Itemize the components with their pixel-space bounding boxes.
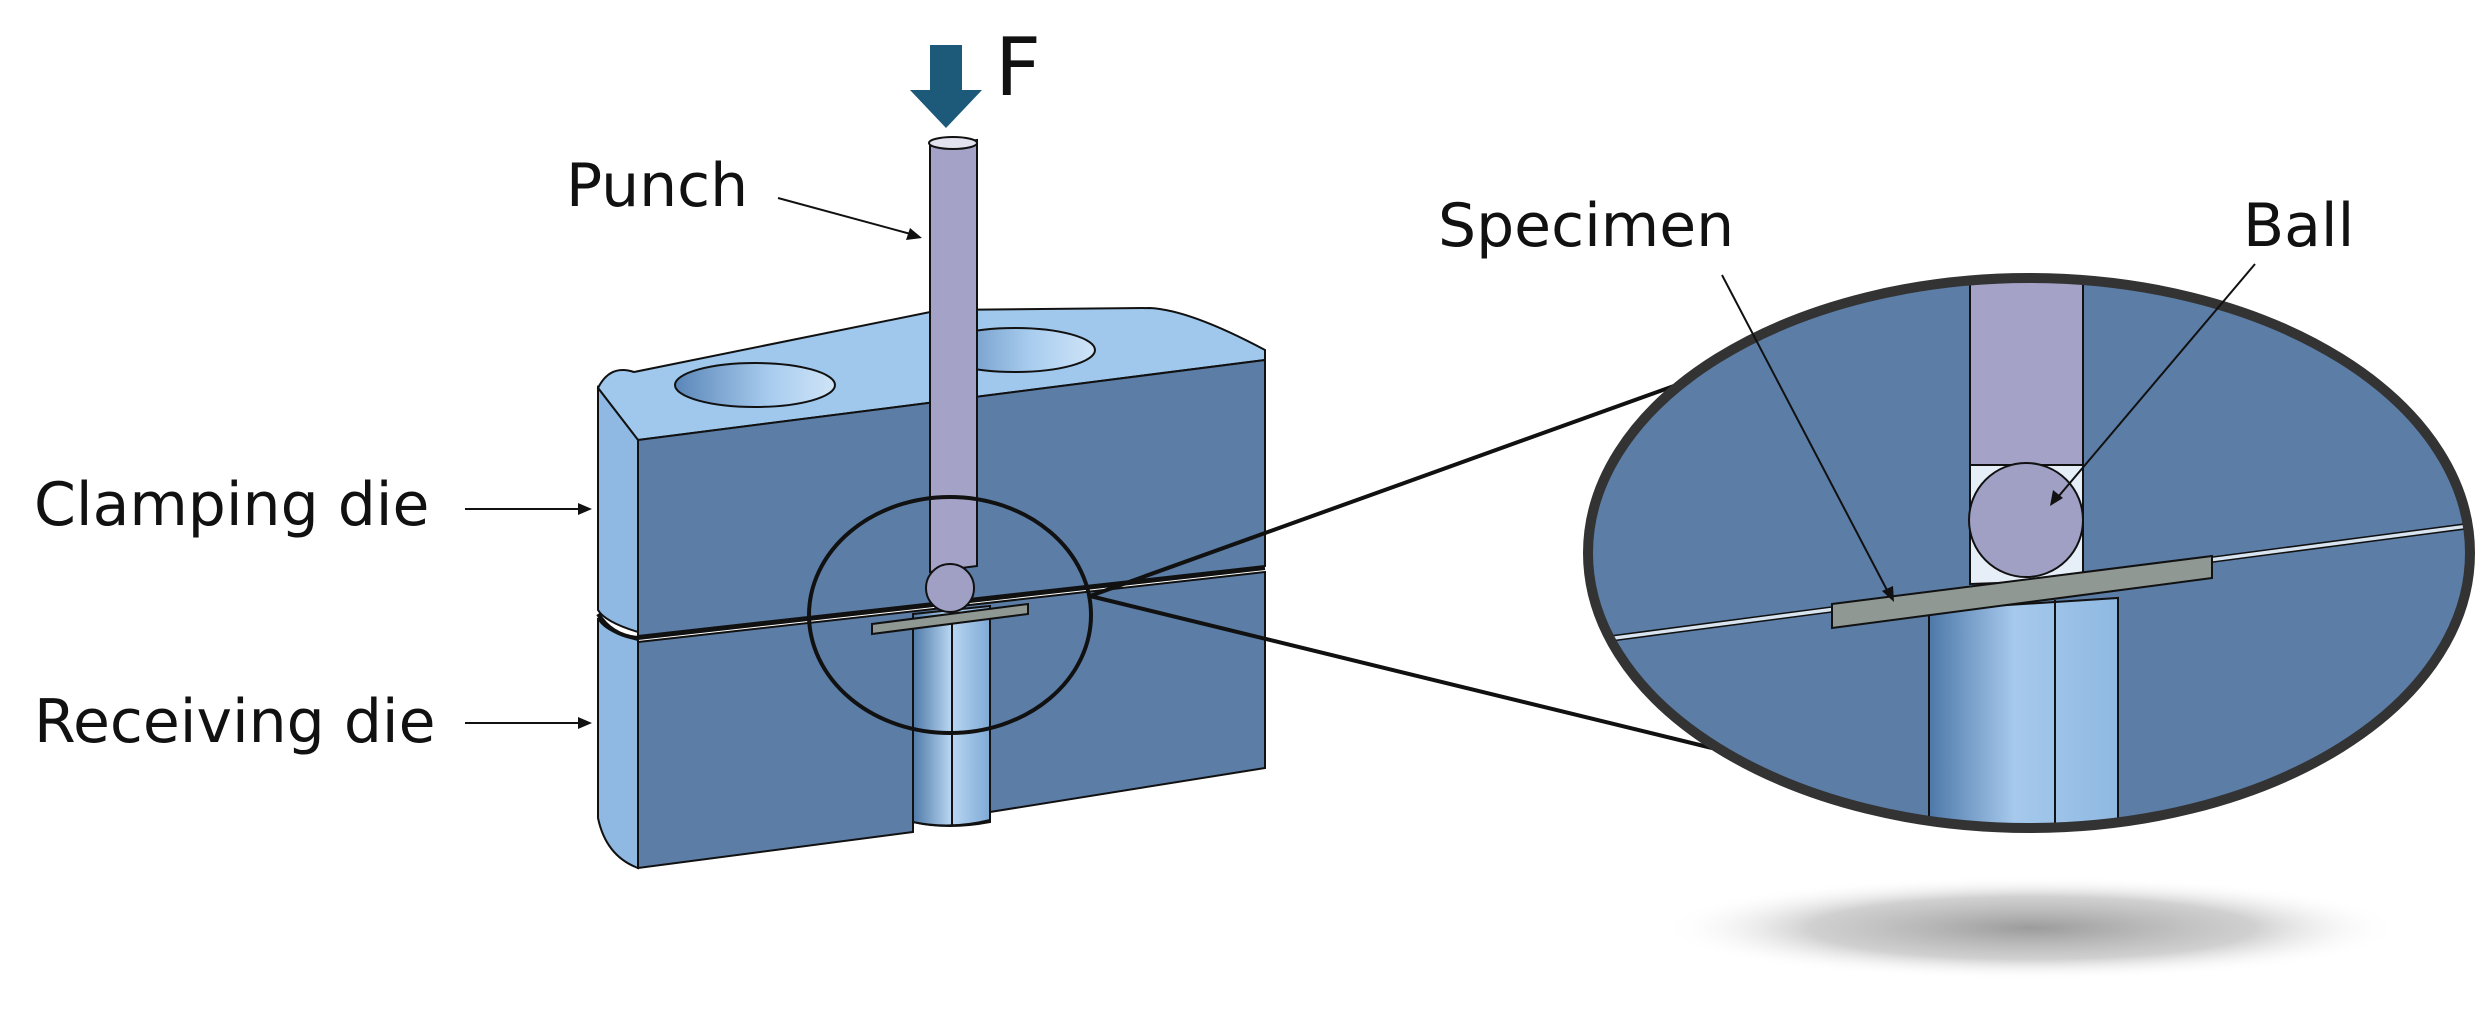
zoom-connector-top [1089,380,1686,598]
ball-leader [2050,263,2256,506]
receiving-die-side [597,617,639,870]
zoom-receiving-bore [1928,596,2119,828]
zoom-frame [1583,273,2475,833]
specimen-small [871,602,1029,636]
clamping-die-label: Clamping die [34,470,429,540]
clamping-die-leader [465,503,592,515]
parting-line [596,566,1266,641]
specimen-label: Specimen [1438,191,1734,261]
zoom-detail [1588,278,2470,828]
receiving-die-label: Receiving die [34,687,436,757]
punch-rod [929,138,978,574]
zoom-marker-ellipse [807,495,1093,735]
zoom-ball [1968,462,2084,578]
force-label: F [995,21,1041,114]
zoom-connector-bottom [1089,594,1713,750]
zoom-shadow [1662,876,2402,980]
force-arrow [910,45,982,128]
receiving-die-leader [465,717,592,729]
die-assembly [596,136,1266,870]
ball-label: Ball [2243,191,2354,261]
specimen-leader [1721,274,1894,602]
punch-leader [777,197,922,240]
punch-label: Punch [566,151,748,221]
punch-top [928,136,978,150]
zoom-punch [1969,278,2084,466]
top-hole-left [674,362,836,408]
ball-small [925,563,975,613]
zoom-specimen [1831,554,2213,630]
